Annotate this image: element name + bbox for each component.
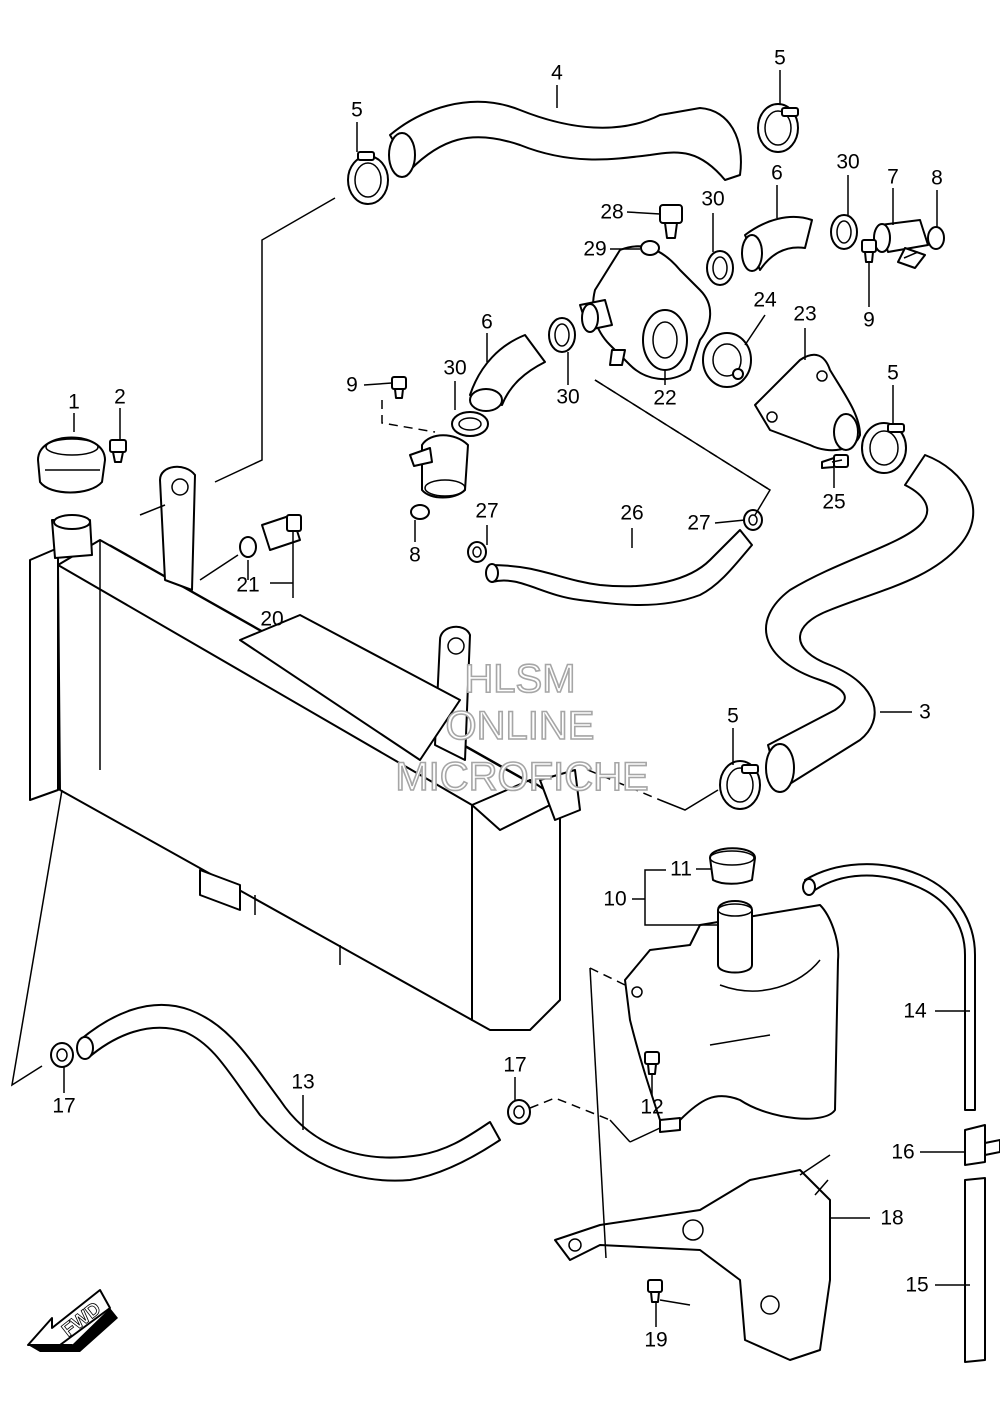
hose-6-upper bbox=[741, 215, 813, 272]
t-joint-16 bbox=[964, 1124, 1000, 1166]
bolt-9-upper bbox=[861, 239, 877, 263]
callout-16: 16 bbox=[891, 1141, 914, 1164]
watermark: HLSM ONLINE MICROFICHE bbox=[395, 656, 650, 800]
temp-sensor bbox=[659, 204, 683, 239]
thermostat bbox=[702, 332, 752, 388]
callout-8-b: 8 bbox=[409, 544, 421, 567]
callout-7: 7 bbox=[887, 166, 899, 189]
callout-30-b: 30 bbox=[701, 188, 724, 211]
callout-9-b: 9 bbox=[346, 374, 358, 397]
callout-30-a: 30 bbox=[836, 151, 859, 174]
callout-9-a: 9 bbox=[863, 309, 875, 332]
callout-19: 19 bbox=[644, 1329, 667, 1352]
callout-1: 1 bbox=[68, 391, 80, 414]
thermostat-cover bbox=[754, 353, 861, 452]
callout-13: 13 bbox=[291, 1071, 314, 1094]
callout-23: 23 bbox=[793, 303, 816, 326]
connection-lines bbox=[10, 197, 919, 1306]
callout-5-d: 5 bbox=[727, 705, 739, 728]
clamp-5-d bbox=[719, 760, 761, 810]
radiator bbox=[29, 465, 581, 1031]
callout-14: 14 bbox=[903, 1000, 927, 1023]
reservoir-cap bbox=[709, 847, 756, 885]
o-ring-8-lower bbox=[410, 504, 430, 520]
hose-26 bbox=[485, 529, 753, 606]
callout-11: 11 bbox=[670, 858, 692, 881]
fwd-arrow-icon: FWD bbox=[27, 1289, 118, 1352]
callout-17-a: 17 bbox=[52, 1095, 75, 1118]
reservoir-bracket bbox=[554, 1154, 831, 1361]
watermark-line-1: HLSM bbox=[464, 657, 575, 701]
clamp-17-right bbox=[507, 1099, 531, 1125]
callout-21: 21 bbox=[236, 574, 259, 597]
callout-6-a: 6 bbox=[771, 162, 783, 185]
o-ring-21 bbox=[239, 536, 257, 558]
hose-15 bbox=[964, 1177, 986, 1363]
thermostat-housing bbox=[579, 245, 712, 381]
callout-4: 4 bbox=[551, 62, 563, 85]
filler-neck bbox=[51, 514, 93, 559]
callout-20: 20 bbox=[260, 608, 283, 631]
leader-lines bbox=[63, 70, 970, 1327]
fan-switch bbox=[261, 514, 302, 551]
callout-30-c: 30 bbox=[556, 386, 579, 409]
callout-labels: 1 2 3 4 5 5 5 5 6 6 7 8 8 9 9 10 11 12 1… bbox=[52, 47, 943, 1352]
bolt-12 bbox=[644, 1051, 660, 1075]
callout-6-b: 6 bbox=[481, 311, 493, 334]
bolt-9-lower bbox=[391, 376, 407, 399]
clamp-27-right bbox=[743, 509, 763, 531]
clamp-30-a bbox=[830, 214, 858, 250]
callout-12: 12 bbox=[640, 1096, 663, 1119]
reservoir-tank bbox=[624, 900, 840, 1133]
callout-29: 29 bbox=[583, 238, 606, 261]
radiator-cap bbox=[37, 436, 106, 494]
hose-13 bbox=[76, 1003, 501, 1182]
callout-30-d: 30 bbox=[443, 357, 466, 380]
callout-5-a: 5 bbox=[351, 99, 363, 122]
water-pipe-inlet bbox=[409, 434, 469, 499]
callout-5-b: 5 bbox=[774, 47, 786, 70]
clamp-30-b bbox=[706, 250, 734, 286]
callout-5-c: 5 bbox=[887, 362, 899, 385]
watermark-line-3: MICROFICHE bbox=[395, 755, 648, 799]
o-ring-8-upper bbox=[927, 226, 945, 250]
callout-17-b: 17 bbox=[503, 1054, 526, 1077]
gasket-29 bbox=[640, 240, 660, 256]
callout-3: 3 bbox=[919, 701, 931, 724]
callout-2: 2 bbox=[114, 386, 126, 409]
callout-18: 18 bbox=[880, 1207, 903, 1230]
clamp-27-left bbox=[467, 541, 487, 563]
clamp-30-c bbox=[548, 317, 576, 353]
clamp-30-d bbox=[451, 411, 489, 437]
clamp-5-a bbox=[347, 151, 389, 205]
clamp-5-c bbox=[861, 422, 907, 474]
callout-22: 22 bbox=[653, 387, 676, 410]
clamp-5-b bbox=[757, 103, 799, 153]
callout-24: 24 bbox=[753, 289, 777, 312]
hose-3 bbox=[765, 454, 975, 793]
callout-8-a: 8 bbox=[931, 167, 943, 190]
callout-28: 28 bbox=[600, 201, 623, 224]
callout-27-a: 27 bbox=[475, 500, 498, 523]
callout-26: 26 bbox=[620, 502, 643, 525]
water-pipe-7 bbox=[873, 219, 929, 269]
callout-25: 25 bbox=[822, 491, 845, 514]
bolt-25 bbox=[821, 454, 849, 469]
callout-10: 10 bbox=[603, 888, 626, 911]
hose-6-lower bbox=[469, 334, 546, 412]
clamp-17-left bbox=[50, 1042, 74, 1068]
bolt-2 bbox=[109, 439, 127, 463]
hose-14 bbox=[802, 863, 976, 1111]
bolt-19 bbox=[647, 1279, 663, 1303]
watermark-line-2: ONLINE bbox=[446, 704, 595, 748]
callout-27-b: 27 bbox=[687, 512, 710, 535]
callout-15: 15 bbox=[905, 1274, 928, 1297]
hose-4 bbox=[388, 100, 742, 181]
